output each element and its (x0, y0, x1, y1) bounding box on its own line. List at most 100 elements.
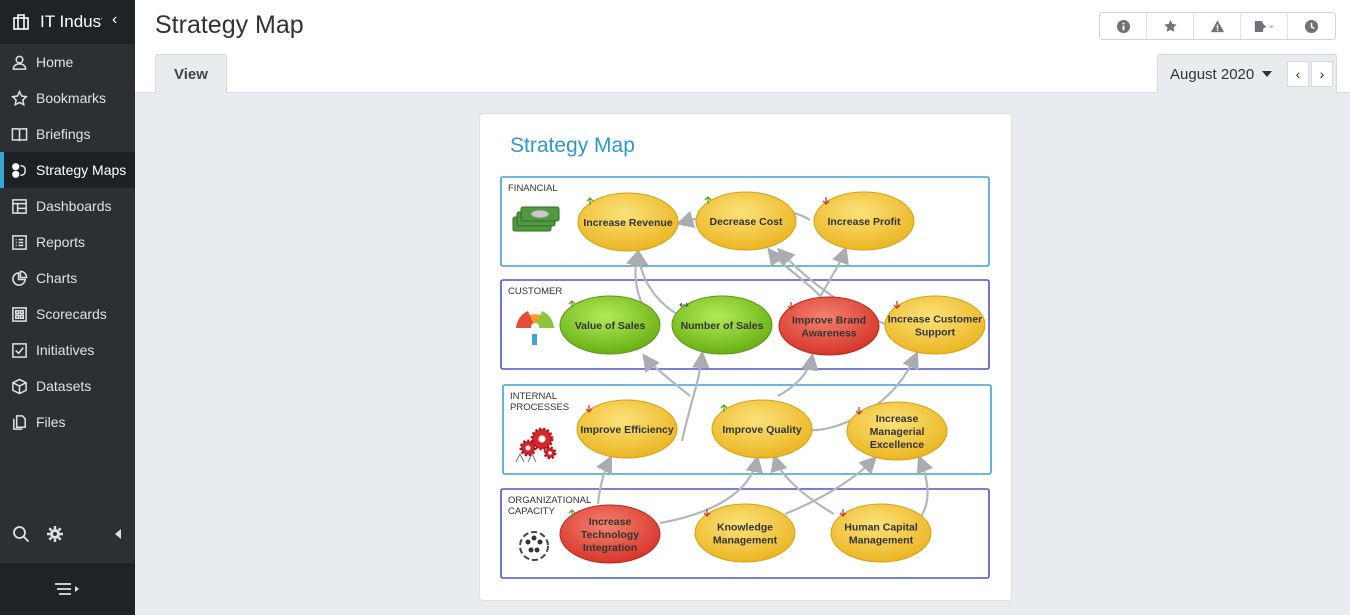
objective-status-yellow (884, 295, 986, 355)
objective-label: Knowledge (717, 522, 773, 534)
objective-label: Number of Sales (681, 320, 764, 332)
objective-status-yellow (813, 191, 915, 251)
sidebar-item-label: Initiatives (36, 342, 95, 358)
sidebar: IT Industry ‹ Home Bookmarks Briefings S… (0, 0, 135, 615)
trend-down-icon (787, 302, 795, 310)
trend-flat-icon (679, 302, 689, 308)
objective-rev[interactable]: Increase Revenue (577, 192, 679, 252)
sidebar-menu-toggle[interactable] (0, 563, 135, 615)
objective-cost[interactable]: Decrease Cost (695, 191, 797, 251)
period-selector[interactable]: August 2020 ‹ › (1157, 54, 1337, 93)
briefcase-icon (13, 14, 29, 30)
sidebar-item-label: Home (36, 54, 74, 70)
objective-label: Increase Revenue (583, 217, 672, 229)
objective-profit[interactable]: Increase Profit (813, 191, 915, 251)
cause-effect-arrow (767, 247, 821, 297)
sidebar-item-initiatives[interactable]: Initiatives (0, 332, 135, 368)
band-label: CUSTOMER (508, 286, 562, 297)
band-label: ORGANIZATIONAL (508, 495, 591, 506)
sidebar-item-bookmarks[interactable]: Bookmarks (0, 80, 135, 116)
money-stack-icon (512, 206, 560, 232)
objective-status-green (671, 295, 773, 355)
sidebar-item-briefings[interactable]: Briefings (0, 116, 135, 152)
objective-label: Improve Brand (792, 315, 866, 327)
objective-label: Increase (589, 516, 632, 528)
sidebar-item-label: Scorecards (36, 306, 107, 322)
sidebar-item-dashboards[interactable]: Dashboards (0, 188, 135, 224)
objective-status-yellow (694, 503, 796, 563)
trend-down-icon (703, 509, 711, 517)
cause-effect-arrow (819, 245, 849, 298)
gear-icon[interactable] (46, 525, 64, 543)
band-label: PROCESSES (510, 402, 569, 413)
toolbar (1099, 12, 1336, 40)
files-icon (10, 413, 28, 431)
chevron-right-icon: › (1319, 66, 1325, 82)
star-icon (1163, 19, 1177, 32)
strategy-map-icon (10, 161, 28, 179)
alert-button[interactable] (1194, 13, 1241, 39)
page-title: Strategy Map (155, 11, 304, 39)
sidebar-item-label: Reports (36, 234, 86, 250)
trend-up-icon (568, 509, 576, 517)
objective-label: Human Capital (844, 522, 918, 534)
objective-label: Integration (583, 542, 637, 554)
sidebar-item-strategy-maps[interactable]: Strategy Maps (0, 152, 135, 188)
objective-nsales[interactable]: Number of Sales (671, 295, 773, 355)
trend-down-icon (855, 407, 863, 415)
previous-period-button[interactable]: ‹ (1287, 61, 1309, 87)
sidebar-item-files[interactable]: Files (0, 404, 135, 440)
star-icon (10, 89, 28, 107)
trend-up-icon (568, 300, 576, 308)
brand-name: IT Industry (40, 12, 102, 31)
trend-down-icon (585, 405, 593, 413)
map-title: Strategy Map (510, 134, 635, 157)
trend-down-icon (893, 301, 901, 309)
info-button[interactable] (1100, 13, 1147, 39)
menu-expand-icon (54, 583, 79, 595)
tab-view[interactable]: View (155, 54, 227, 93)
sidebar-item-home[interactable]: Home (0, 44, 135, 80)
next-period-button[interactable]: › (1311, 61, 1333, 87)
objective-qual[interactable]: Improve Quality (711, 399, 813, 459)
objective-status-yellow (576, 399, 678, 459)
objective-label: Increase Profit (828, 216, 901, 228)
objective-status-green (559, 295, 661, 355)
history-button[interactable] (1288, 13, 1335, 39)
objective-eff[interactable]: Improve Efficiency (576, 399, 678, 459)
sidebar-item-charts[interactable]: Charts (0, 260, 135, 296)
warning-icon (1210, 19, 1224, 32)
cause-effect-arrow (680, 350, 710, 442)
gauge-icon (516, 311, 554, 345)
sidebar-item-label: Strategy Maps (36, 162, 127, 178)
objective-label: Support (915, 327, 956, 339)
brand[interactable]: IT Industry ‹ (0, 0, 135, 44)
objective-label: Increase (876, 413, 919, 425)
collapse-sidebar-icon[interactable]: ‹ (112, 11, 118, 28)
book-icon (10, 125, 28, 143)
export-button[interactable] (1241, 13, 1288, 39)
objective-status-yellow (846, 401, 948, 461)
sidebar-item-label: Charts (36, 270, 78, 286)
objective-label: Excellence (870, 439, 924, 451)
sidebar-item-datasets[interactable]: Datasets (0, 368, 135, 404)
bookmark-button[interactable] (1147, 13, 1194, 39)
sidebar-item-label: Datasets (36, 378, 92, 394)
sidebar-item-reports[interactable]: Reports (0, 224, 135, 260)
sidebar-item-scorecards[interactable]: Scorecards (0, 296, 135, 332)
search-icon[interactable] (12, 525, 30, 543)
objective-vsales[interactable]: Value of Sales (559, 295, 661, 355)
collapse-left-icon[interactable] (113, 529, 123, 539)
band-label: FINANCIAL (508, 183, 558, 194)
trend-up-icon (586, 197, 594, 205)
trend-up-icon (704, 196, 712, 204)
cause-effect-arrow (770, 453, 835, 515)
objective-label: Improve Efficiency (580, 424, 674, 436)
